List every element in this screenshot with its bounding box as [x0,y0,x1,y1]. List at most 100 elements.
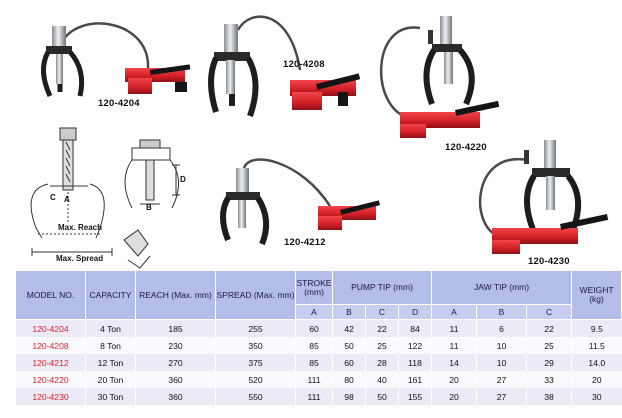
col-header-spread: SPREAD (Max. mm) [215,270,296,320]
cell-jaw-b: 10 [476,337,527,354]
specification-table: MODEL NO. CAPACITY REACH (Max. mm) SPREA… [15,270,622,405]
cell-spread: 375 [215,354,296,371]
product-illustrations [30,15,609,269]
cell-pump-c: 50 [365,388,399,405]
cell-jaw-b: 10 [476,354,527,371]
cell-jaw-b: 27 [476,371,527,388]
puller-kit-4212-image [220,158,381,246]
cell-pump-b: 60 [332,354,366,371]
diagram-label-d: D [180,175,186,184]
diagram-label-max-spread: Max. Spread [56,254,104,263]
cell-pump-b: 50 [332,337,366,354]
cell-model: 120-4230 [15,388,86,405]
diagram-label-c: C [50,193,56,202]
subheader-stroke-a: A [295,304,333,320]
cell-pump-c: 28 [365,354,399,371]
subheader-jaw-c: C [526,304,573,320]
col-header-capacity: CAPACITY [85,270,136,320]
cell-capacity: 12 Ton [85,354,136,371]
subheader-pump-b: B [332,304,366,320]
cell-jaw-c: 38 [526,388,572,405]
table-row: 120-4220 20 Ton 360 520 111 80 40 161 20… [15,371,622,388]
puller-kit-4220-image [380,16,500,138]
cell-pump-b: 98 [332,388,366,405]
diagram-label-a: A [64,195,70,204]
cell-reach: 360 [135,388,216,405]
cell-stroke: 60 [295,319,333,337]
product-code-4208: 120-4208 [283,59,325,70]
cell-jaw-c: 22 [526,319,572,337]
cell-model: 120-4220 [15,371,86,388]
cell-jaw-a: 11 [431,319,477,337]
product-code-4220: 120-4220 [445,142,487,153]
cell-pump-d: 155 [397,388,432,405]
cell-capacity: 4 Ton [85,319,136,337]
table-row: 120-4204 4 Ton 185 255 60 42 22 84 11 6 … [15,319,622,337]
diagram-label-b: B [146,203,152,212]
cell-weight: 9.5 [571,319,622,337]
cell-pump-d: 161 [397,371,432,388]
col-header-jaw-tip: JAW TIP (mm) [431,270,573,305]
cell-jaw-a: 14 [431,354,477,371]
cell-spread: 550 [215,388,296,405]
subheader-jaw-b: B [476,304,528,320]
cell-jaw-a: 11 [431,337,477,354]
cell-model: 120-4204 [15,319,86,337]
table-row: 120-4212 12 Ton 270 375 85 60 28 118 14 … [15,354,622,371]
cell-reach: 230 [135,337,216,354]
cell-model: 120-4208 [15,337,86,354]
table-row: 120-4208 8 Ton 230 350 85 50 25 122 11 1… [15,337,622,354]
diagram-label-max-reach: Max. Reach [58,223,103,232]
cell-stroke: 111 [295,371,333,388]
cell-jaw-a: 20 [431,371,477,388]
cell-weight: 14.0 [571,354,622,371]
subheader-jaw-a: A [431,304,478,320]
cell-reach: 185 [135,319,216,337]
cell-pump-c: 40 [365,371,399,388]
cell-jaw-c: 25 [526,337,572,354]
cell-pump-d: 84 [397,319,432,337]
cell-pump-b: 42 [332,319,366,337]
cell-spread: 350 [215,337,296,354]
product-code-4212: 120-4212 [284,237,326,248]
product-code-4204: 120-4204 [98,98,140,109]
subheader-pump-d: D [397,304,433,320]
cell-pump-d: 118 [397,354,432,371]
cell-weight: 30 [571,388,622,405]
col-header-stroke: STROKE (mm) [295,270,333,305]
col-header-pump-tip: PUMP TIP (mm) [331,270,433,305]
cell-capacity: 8 Ton [85,337,136,354]
cell-jaw-b: 6 [476,319,527,337]
cell-reach: 270 [135,354,216,371]
cell-spread: 255 [215,319,296,337]
cell-pump-b: 80 [332,371,366,388]
table-row: 120-4230 30 Ton 360 550 111 98 50 155 20… [15,388,622,405]
puller-kit-4204-image [41,22,191,98]
subheader-pump-c: C [365,304,399,320]
cell-weight: 11.5 [571,337,622,354]
col-header-weight: WEIGHT (kg) [571,270,622,320]
cell-spread: 520 [215,371,296,388]
puller-kit-4208-image [208,15,361,117]
cell-jaw-c: 29 [526,354,572,371]
puller-dimension-diagram [30,127,180,269]
cell-stroke: 111 [295,388,333,405]
cell-pump-d: 122 [397,337,432,354]
col-header-model: MODEL NO. [15,270,86,320]
cell-stroke: 85 [295,337,333,354]
puller-kit-4230-image [478,140,609,254]
cell-jaw-b: 27 [476,388,527,405]
cell-reach: 360 [135,371,216,388]
cell-pump-c: 22 [365,319,399,337]
cell-capacity: 30 Ton [85,388,136,405]
cell-jaw-c: 33 [526,371,572,388]
cell-weight: 20 [571,371,622,388]
cell-model: 120-4212 [15,354,86,371]
cell-pump-c: 25 [365,337,399,354]
cell-capacity: 20 Ton [85,371,136,388]
cell-stroke: 85 [295,354,333,371]
col-header-reach: REACH (Max. mm) [135,270,216,320]
cell-jaw-a: 20 [431,388,477,405]
product-code-4230: 120-4230 [528,256,570,267]
